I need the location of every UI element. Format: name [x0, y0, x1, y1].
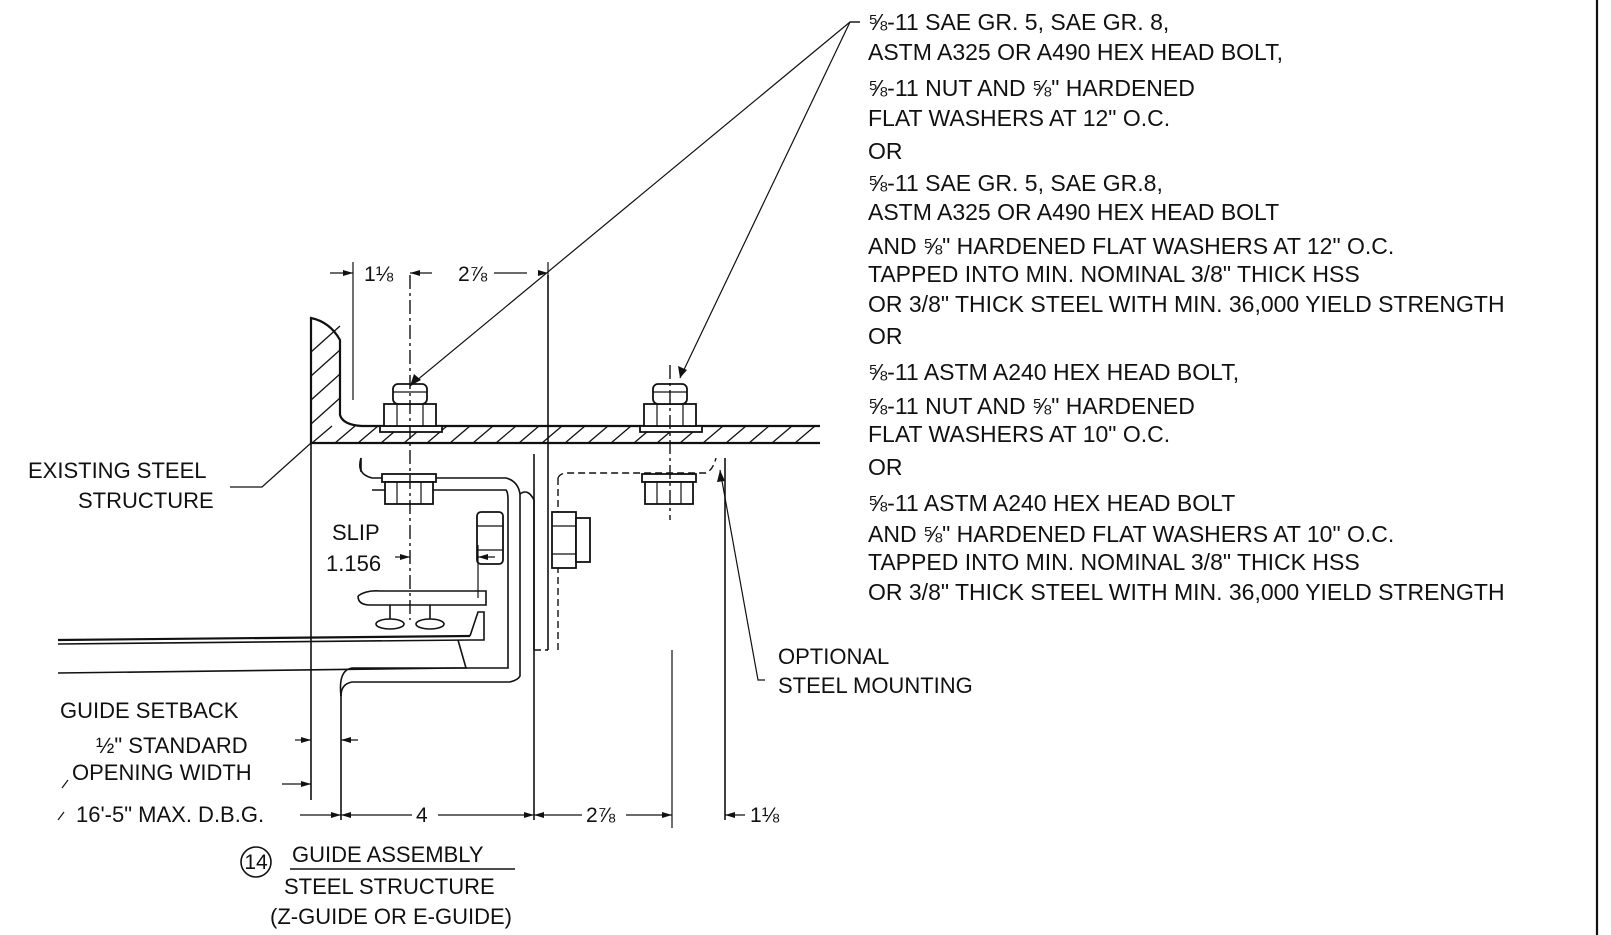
- note-line: ⅝-11 SAE GR. 5, SAE GR.8,: [868, 170, 1163, 196]
- dim-top-left: 1⅛: [364, 263, 394, 286]
- note-line: OR 3/8" THICK STEEL WITH MIN. 36,000 YIE…: [868, 579, 1505, 605]
- note-line: ASTM A325 OR A490 HEX HEAD BOLT,: [868, 39, 1283, 65]
- note-line: TAPPED INTO MIN. NOMINAL 3/8" THICK HSS: [868, 261, 1360, 287]
- optional-mounting-label: OPTIONAL: [778, 644, 889, 669]
- existing-steel-label: EXISTING STEEL: [28, 458, 207, 483]
- note-line: FLAT WASHERS AT 10" O.C.: [868, 421, 1170, 447]
- door-curtain: [57, 605, 485, 674]
- note-line: FLAT WASHERS AT 12" O.C.: [868, 105, 1170, 131]
- note-line: OR: [868, 454, 903, 480]
- guide-bolt-side: [476, 511, 591, 569]
- max-dbg-label: 16'-5" MAX. D.B.G.: [76, 802, 264, 827]
- note-line: AND ⅝" HARDENED FLAT WASHERS AT 10" O.C.: [868, 521, 1394, 547]
- bolt-right-top: [639, 383, 703, 433]
- dim-top-right: 2⅞: [458, 263, 488, 286]
- note-line: ASTM A325 OR A490 HEX HEAD BOLT: [868, 199, 1279, 225]
- guide-setback-label: GUIDE SETBACK: [60, 698, 239, 723]
- note-line: OR: [868, 323, 903, 349]
- top-dimensions: [330, 262, 549, 400]
- slip-dimension: [395, 545, 495, 598]
- note-line: TAPPED INTO MIN. NOMINAL 3/8" THICK HSS: [868, 549, 1360, 575]
- note-line: ⅝-11 NUT AND ⅝" HARDENED: [868, 393, 1195, 419]
- caption-line-2: STEEL STRUCTURE: [284, 874, 495, 899]
- slip-value: 1.156: [326, 551, 381, 576]
- note-line: ⅝-11 ASTM A240 HEX HEAD BOLT: [868, 490, 1235, 516]
- note-line: OR 3/8" THICK STEEL WITH MIN. 36,000 YIE…: [868, 291, 1505, 317]
- detail-number: 14: [244, 851, 268, 874]
- slip-label: SLIP: [332, 520, 380, 545]
- bolt-left-top: [379, 383, 443, 433]
- existing-steel-leader: [230, 442, 312, 488]
- detail-caption: 14 GUIDE ASSEMBLY STEEL STRUCTURE (Z-GUI…: [240, 842, 515, 929]
- note-line: OR: [868, 138, 903, 164]
- bolt-specification-note: ⅝-11 SAE GR. 5, SAE GR. 8, ASTM A325 OR …: [868, 9, 1505, 605]
- nut-right-bottom: [641, 473, 697, 505]
- note-line: ⅝-11 NUT AND ⅝" HARDENED: [868, 75, 1195, 101]
- note-line: ⅝-11 ASTM A240 HEX HEAD BOLT,: [868, 359, 1239, 385]
- note-line: ⅝-11 SAE GR. 5, SAE GR. 8,: [868, 9, 1169, 35]
- existing-steel-label-2: STRUCTURE: [78, 488, 214, 513]
- optional-mounting-arrow: [717, 470, 725, 482]
- optional-mounting-leader: [719, 469, 765, 681]
- caption-line-3: (Z-GUIDE OR E-GUIDE): [270, 904, 512, 929]
- bolt-note-leaders: [409, 21, 860, 387]
- optional-mounting-label-2: STEEL MOUNTING: [778, 673, 973, 698]
- optional-mounting-outline: [534, 457, 717, 651]
- dim-bottom-278: 2⅞: [586, 804, 616, 827]
- opening-width-dimension: [61, 779, 311, 789]
- setback-dimension: [295, 737, 358, 743]
- note-line: AND ⅝" HARDENED FLAT WASHERS AT 12" O.C.: [868, 233, 1394, 259]
- nut-left-bottom: [381, 473, 437, 505]
- dim-bottom-4: 4: [416, 804, 428, 827]
- dim-bottom-118: 1⅛: [750, 804, 780, 827]
- caption-title: GUIDE ASSEMBLY: [292, 842, 484, 867]
- detail-number-circle: [240, 846, 272, 878]
- opening-width-label: OPENING WIDTH: [72, 760, 252, 785]
- half-standard-label: ½" STANDARD: [96, 733, 248, 758]
- z-guide-profile: [339, 457, 535, 697]
- bottom-dimensions: [57, 811, 745, 821]
